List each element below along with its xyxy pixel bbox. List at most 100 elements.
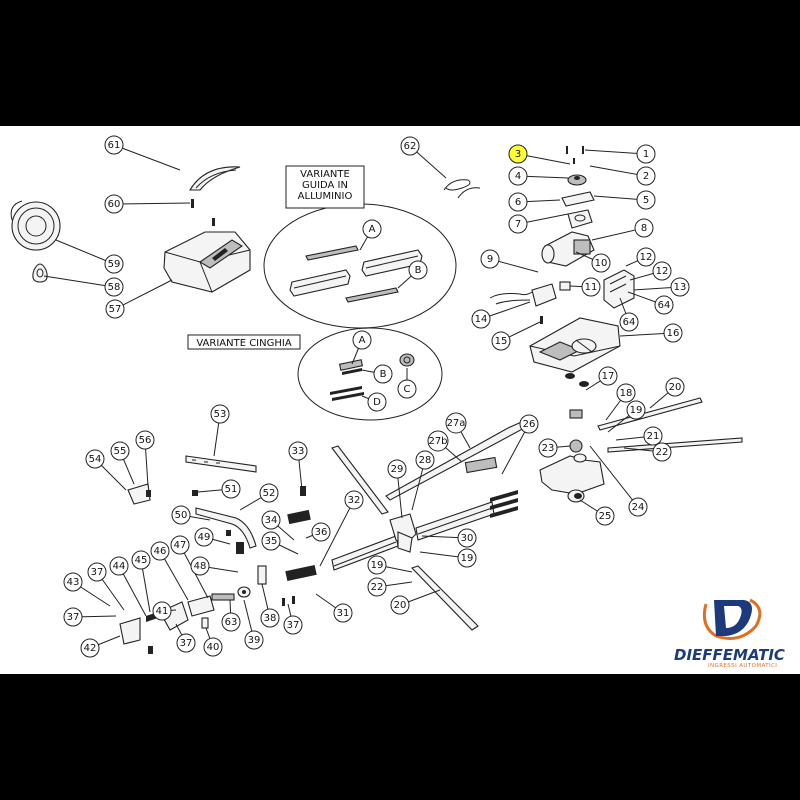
leader-line xyxy=(319,499,355,567)
callout-label: 14 xyxy=(475,314,488,325)
callout-14: 14 xyxy=(471,309,491,329)
callout-label: 15 xyxy=(495,336,508,347)
callout-label: 31 xyxy=(337,608,350,619)
callout-label: 22 xyxy=(371,582,384,593)
callout-label: 61 xyxy=(108,140,121,151)
variant-guide-ellipse xyxy=(263,203,457,329)
callout-42: 42 xyxy=(80,638,100,658)
callout-57: 57 xyxy=(105,299,125,319)
callout-label: 46 xyxy=(154,546,167,557)
callout-label: 37 xyxy=(287,620,300,631)
callout-label: 7 xyxy=(515,219,521,230)
callout-39: 39 xyxy=(244,630,264,650)
left-arm-group xyxy=(119,455,295,654)
callout-label: A xyxy=(369,224,376,235)
callout-27b: 27b xyxy=(427,430,449,452)
callout-60: 60 xyxy=(104,194,124,214)
callout-label: 36 xyxy=(315,527,328,538)
callout-41: 41 xyxy=(152,601,172,621)
callout-50: 50 xyxy=(171,505,191,525)
callout-label: 11 xyxy=(585,282,598,293)
callout-b: B xyxy=(373,364,393,384)
callout-20: 20 xyxy=(390,595,410,615)
motor-group xyxy=(489,146,635,387)
callout-label: 2 xyxy=(643,171,649,182)
callout-5: 5 xyxy=(636,190,656,210)
part-60-screw xyxy=(191,199,194,208)
leader-line xyxy=(113,202,191,205)
callout-label: 50 xyxy=(175,510,188,521)
callout-label: 30 xyxy=(461,533,474,544)
callout-22: 22 xyxy=(652,442,672,462)
callout-54: 54 xyxy=(85,449,105,469)
callout-12: 12 xyxy=(636,247,656,267)
callout-49: 49 xyxy=(194,527,214,547)
callout-label: C xyxy=(404,384,411,395)
callout-32: 32 xyxy=(344,490,364,510)
callout-53: 53 xyxy=(210,404,230,424)
variant-belt-box: VARIANTE CINGHIA xyxy=(187,334,301,350)
callout-4: 4 xyxy=(508,166,528,186)
variant-belt-label: VARIANTE CINGHIA xyxy=(196,338,291,349)
callout-label: 37 xyxy=(67,612,80,623)
callout-1: 1 xyxy=(636,144,656,164)
callout-label: 47 xyxy=(174,540,187,551)
brand-name: DIEFFEMATIC xyxy=(674,646,785,664)
callout-label: 60 xyxy=(108,199,121,210)
part-62-cable xyxy=(443,179,481,199)
callout-label: 63 xyxy=(225,617,238,628)
callout-a: A xyxy=(362,219,382,239)
callout-12: 12 xyxy=(652,261,672,281)
callout-35: 35 xyxy=(261,531,281,551)
callout-10: 10 xyxy=(591,253,611,273)
callout-56: 56 xyxy=(135,430,155,450)
callout-label: 58 xyxy=(108,282,121,293)
callout-25: 25 xyxy=(595,506,615,526)
callout-label: 16 xyxy=(667,328,680,339)
callout-label: 55 xyxy=(114,446,127,457)
callout-label: 17 xyxy=(602,371,615,382)
callout-label: 54 xyxy=(89,454,102,465)
callout-label: 27a xyxy=(447,418,466,429)
callout-55: 55 xyxy=(110,441,130,461)
callout-28: 28 xyxy=(415,450,435,470)
callout-19: 19 xyxy=(367,555,387,575)
callout-label: 25 xyxy=(599,511,612,522)
callout-label: 40 xyxy=(207,642,220,653)
callout-38: 38 xyxy=(260,608,280,628)
callout-label: 32 xyxy=(348,495,361,506)
callout-d: D xyxy=(367,392,387,412)
callout-label: 37 xyxy=(180,638,193,649)
callout-15: 15 xyxy=(491,331,511,351)
callout-21: 21 xyxy=(643,426,663,446)
callout-48: 48 xyxy=(190,556,210,576)
callout-31: 31 xyxy=(333,603,353,623)
callout-label: 42 xyxy=(84,643,97,654)
callout-9: 9 xyxy=(480,249,500,269)
callout-58: 58 xyxy=(104,277,124,297)
callout-label: 35 xyxy=(265,536,278,547)
variant-guide-parts xyxy=(289,245,423,303)
callout-2: 2 xyxy=(636,166,656,186)
callout-label: 23 xyxy=(542,443,555,454)
callout-24: 24 xyxy=(628,497,648,517)
callout-64: 64 xyxy=(654,295,674,315)
callout-label: 24 xyxy=(632,502,645,513)
callout-59: 59 xyxy=(104,254,124,274)
callout-20: 20 xyxy=(665,377,685,397)
callout-label: 49 xyxy=(198,532,211,543)
leader-line xyxy=(114,279,173,310)
callout-36: 36 xyxy=(311,522,331,542)
callout-label: 8 xyxy=(641,223,647,234)
callout-label: 12 xyxy=(656,266,669,277)
part-57-motor-cover xyxy=(163,218,251,293)
callout-40: 40 xyxy=(203,637,223,657)
callout-label: 20 xyxy=(394,600,407,611)
callout-a: A xyxy=(352,330,372,350)
part-59-roll xyxy=(10,200,61,251)
callout-17: 17 xyxy=(598,366,618,386)
brand-tagline: INGRESSI AUTOMATICI xyxy=(708,663,777,669)
callout-label: 21 xyxy=(647,431,660,442)
